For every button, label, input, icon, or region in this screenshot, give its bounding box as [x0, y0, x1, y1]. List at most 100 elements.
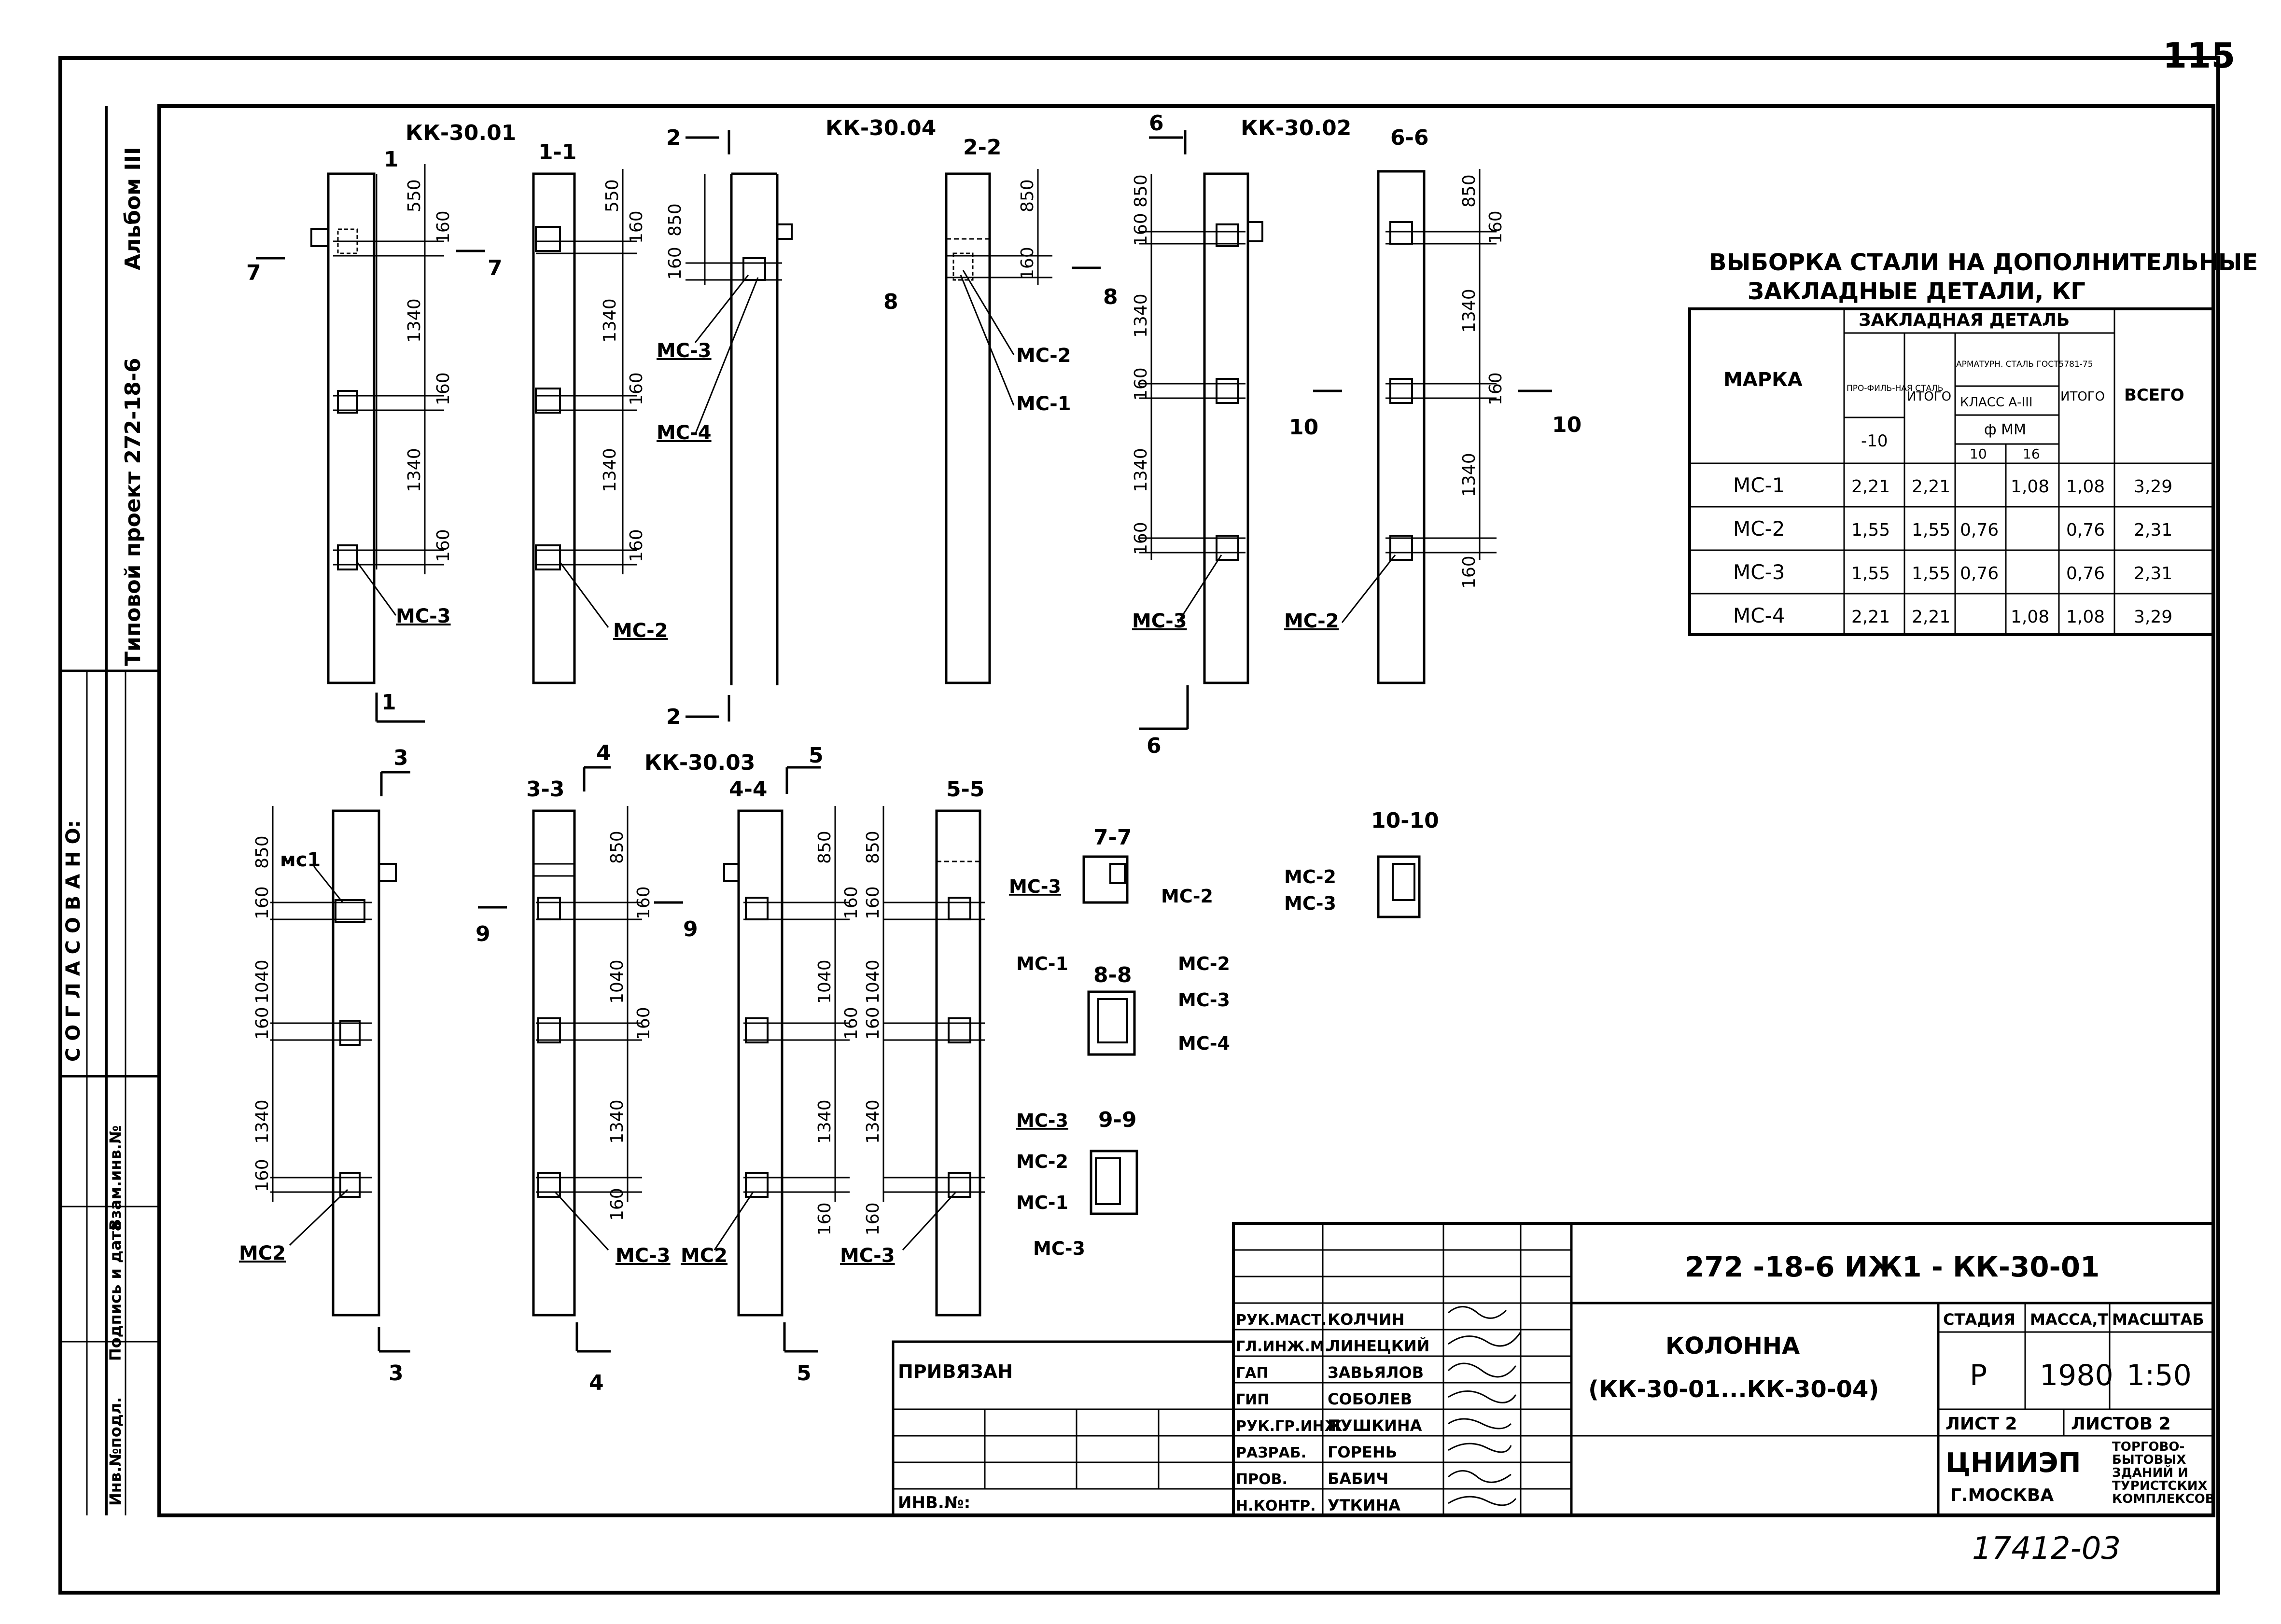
view-section-3-3: 3-3 4 850 160 1040 160 1340 160 9 9 МС-3… [476, 741, 698, 1395]
staff-name: УТКИНА [1328, 1496, 1400, 1514]
mark-mc2-b: МС-2 [1016, 345, 1071, 367]
steel-table-title-2: ЗАКЛАДНЫЕ ДЕТАЛИ, КГ [1748, 278, 2085, 305]
view-kk-30-02: КК-30.02 6 850 160 1340 160 1340 160 МС-… [1131, 111, 1351, 758]
cut-4-top: 4 [596, 741, 611, 765]
mass-header: МАССА,Т [2030, 1310, 2109, 1329]
dim-160-y: 160 [863, 1007, 883, 1040]
cut-3-top: 3 [393, 746, 408, 770]
dim-1340-l: 1340 [863, 1099, 883, 1144]
cut-7-right: 7 [488, 256, 503, 280]
th-part: ЗАКЛАДНАЯ ДЕТАЛЬ [1859, 310, 2070, 330]
dim-1040-b: 1040 [607, 959, 627, 1004]
staff-name: КОЛЧИН [1328, 1310, 1404, 1329]
mark-mc3-d: МС-3 [616, 1245, 671, 1267]
section-1-1-title: 1-1 [538, 140, 577, 165]
strip-col1: Взам.инв.№ [106, 1125, 125, 1231]
row-profile: 2,21 [1851, 607, 1890, 627]
section-3-3-title: 3-3 [526, 777, 565, 802]
section-2-2-title: 2-2 [963, 135, 1002, 160]
mark-mc3-99: МС-3 [1016, 1110, 1068, 1131]
dim-1340-e: 1340 [1131, 293, 1151, 338]
cut-2-bottom: 2 [666, 705, 681, 729]
strip-col3: Инв.№подл. [106, 1397, 125, 1506]
table-row: МС-3 1,55 1,55 0,76 0,76 2,31 [1733, 560, 2172, 584]
dim-160-h: 160 [1018, 247, 1037, 280]
row-profile: 1,55 [1851, 564, 1890, 583]
dim-160-f: 160 [627, 529, 646, 562]
org-name: ЦНИИЭП [1945, 1447, 2081, 1479]
dim-160-u: 160 [841, 886, 861, 919]
sheets-label: ЛИСТОВ 2 [2071, 1414, 2171, 1434]
staff-name: ГОРЕНЬ [1328, 1443, 1397, 1461]
dim-850-h: 850 [863, 831, 883, 864]
staff-role: ГЛ.ИНЖ.М. [1236, 1338, 1330, 1355]
mark-mc3-b: МС-3 [657, 340, 712, 362]
section-10-10: 10-10 МС-2 МС-3 [1284, 808, 1439, 918]
dim-160-a: 160 [434, 210, 453, 244]
th-total: ВСЕГО [2124, 386, 2184, 405]
strip-col2: Подпись и дата [106, 1221, 125, 1361]
view-section-1-1: 1-1 550 160 1340 160 1340 160 МС-2 [532, 140, 668, 684]
dim-1340-c: 1340 [600, 298, 620, 343]
view-title-kk03: КК-30.03 [644, 750, 755, 775]
cut-9-left: 9 [476, 922, 490, 946]
cut-8-right: 8 [1103, 285, 1118, 309]
mark-mc1-99: МС-1 [1016, 1192, 1068, 1213]
view-section-6-6: 6-6 850 160 1340 160 1340 160 10 10 МС-2 [1284, 125, 1581, 684]
mark-mc2-1010: МС-2 [1284, 866, 1336, 888]
dim-1340-a: 1340 [405, 298, 424, 343]
doc-code: 272 -18-6 ИЖ1 - КК-30-01 [1685, 1250, 2099, 1283]
steel-table: ВЫБОРКА СТАЛИ НА ДОПОЛНИТЕЛЬНЫЕ ЗАКЛАДНЫ… [1688, 249, 2258, 636]
cut-6-bottom: 6 [1147, 734, 1161, 758]
cut-10-left: 10 [1289, 415, 1318, 440]
dim-1340-i: 1340 [252, 1099, 272, 1144]
staff-role: ГИП [1236, 1391, 1269, 1408]
th-itogo-2: ИТОГО [2060, 389, 2105, 404]
city-label: Г.МОСКВА [1950, 1485, 2054, 1505]
dim-850-b: 850 [1018, 179, 1037, 212]
mark-mc2-c: МС-2 [1284, 610, 1339, 632]
dim-850-g: 850 [815, 831, 835, 864]
mark-mc1-small: мс1 [280, 849, 321, 871]
view-title-kk04: КК-30.04 [826, 116, 936, 140]
mark-mc2-d: МС2 [681, 1245, 728, 1267]
row-total: 3,29 [2134, 607, 2172, 627]
mark-mc4-a: МС-4 [657, 422, 712, 444]
row-total: 2,31 [2134, 520, 2172, 540]
project-label: Типовой проект 272-18-6 [121, 358, 145, 666]
mark-mc3-88: МС-3 [1178, 989, 1230, 1011]
section-8-8-title: 8-8 [1093, 963, 1132, 987]
view-kk-30-01-lower: 3 850 160 1040 160 1340 160 мс1 МС2 3 [239, 746, 410, 1386]
mark-mc2-99: МС-2 [1016, 1151, 1068, 1172]
dim-160-q: 160 [252, 1159, 272, 1192]
row-itogo2: 1,08 [2066, 607, 2105, 627]
dim-160-k: 160 [1131, 522, 1151, 555]
section-10-10-title: 10-10 [1371, 808, 1439, 833]
section-5-5-title: 5-5 [946, 777, 985, 802]
mark-mc1-a: МС-1 [1016, 393, 1071, 415]
archive-number: 17412-03 [1972, 1531, 2121, 1567]
dim-1040-a: 1040 [252, 959, 272, 1004]
dim-160-o: 160 [252, 886, 272, 919]
mark-mc2-small: МС2 [239, 1242, 286, 1264]
dim-1340-g: 1340 [1459, 289, 1479, 333]
cut-9-right: 9 [683, 917, 698, 942]
dim-160-x: 160 [863, 886, 883, 919]
row-profile: 1,55 [1851, 520, 1890, 540]
cut-6-top: 6 [1149, 111, 1164, 136]
dim-1040-c: 1040 [815, 959, 835, 1004]
row-itogo2: 0,76 [2066, 564, 2105, 583]
agreed-label: С О Г Л А С О В А Н О: [62, 820, 84, 1062]
dim-1340-b: 1340 [405, 448, 424, 492]
row-itogo1: 2,21 [1912, 607, 1950, 627]
dim-550-b: 550 [602, 179, 622, 212]
dim-160-m: 160 [1486, 372, 1506, 405]
staff-role: РУК.ГР.ИНЖ. [1236, 1418, 1348, 1435]
section-7-7: 7-7 МС-3 МС-2 [1009, 825, 1213, 907]
view-title-kk01: КК-30.01 [406, 121, 516, 145]
dim-550-a: 550 [405, 179, 424, 212]
staff-role: ГАП [1236, 1365, 1268, 1382]
row-mark: МС-2 [1733, 517, 1785, 541]
dim-160-l: 160 [1486, 210, 1506, 244]
dim-160-i: 160 [1131, 213, 1151, 246]
